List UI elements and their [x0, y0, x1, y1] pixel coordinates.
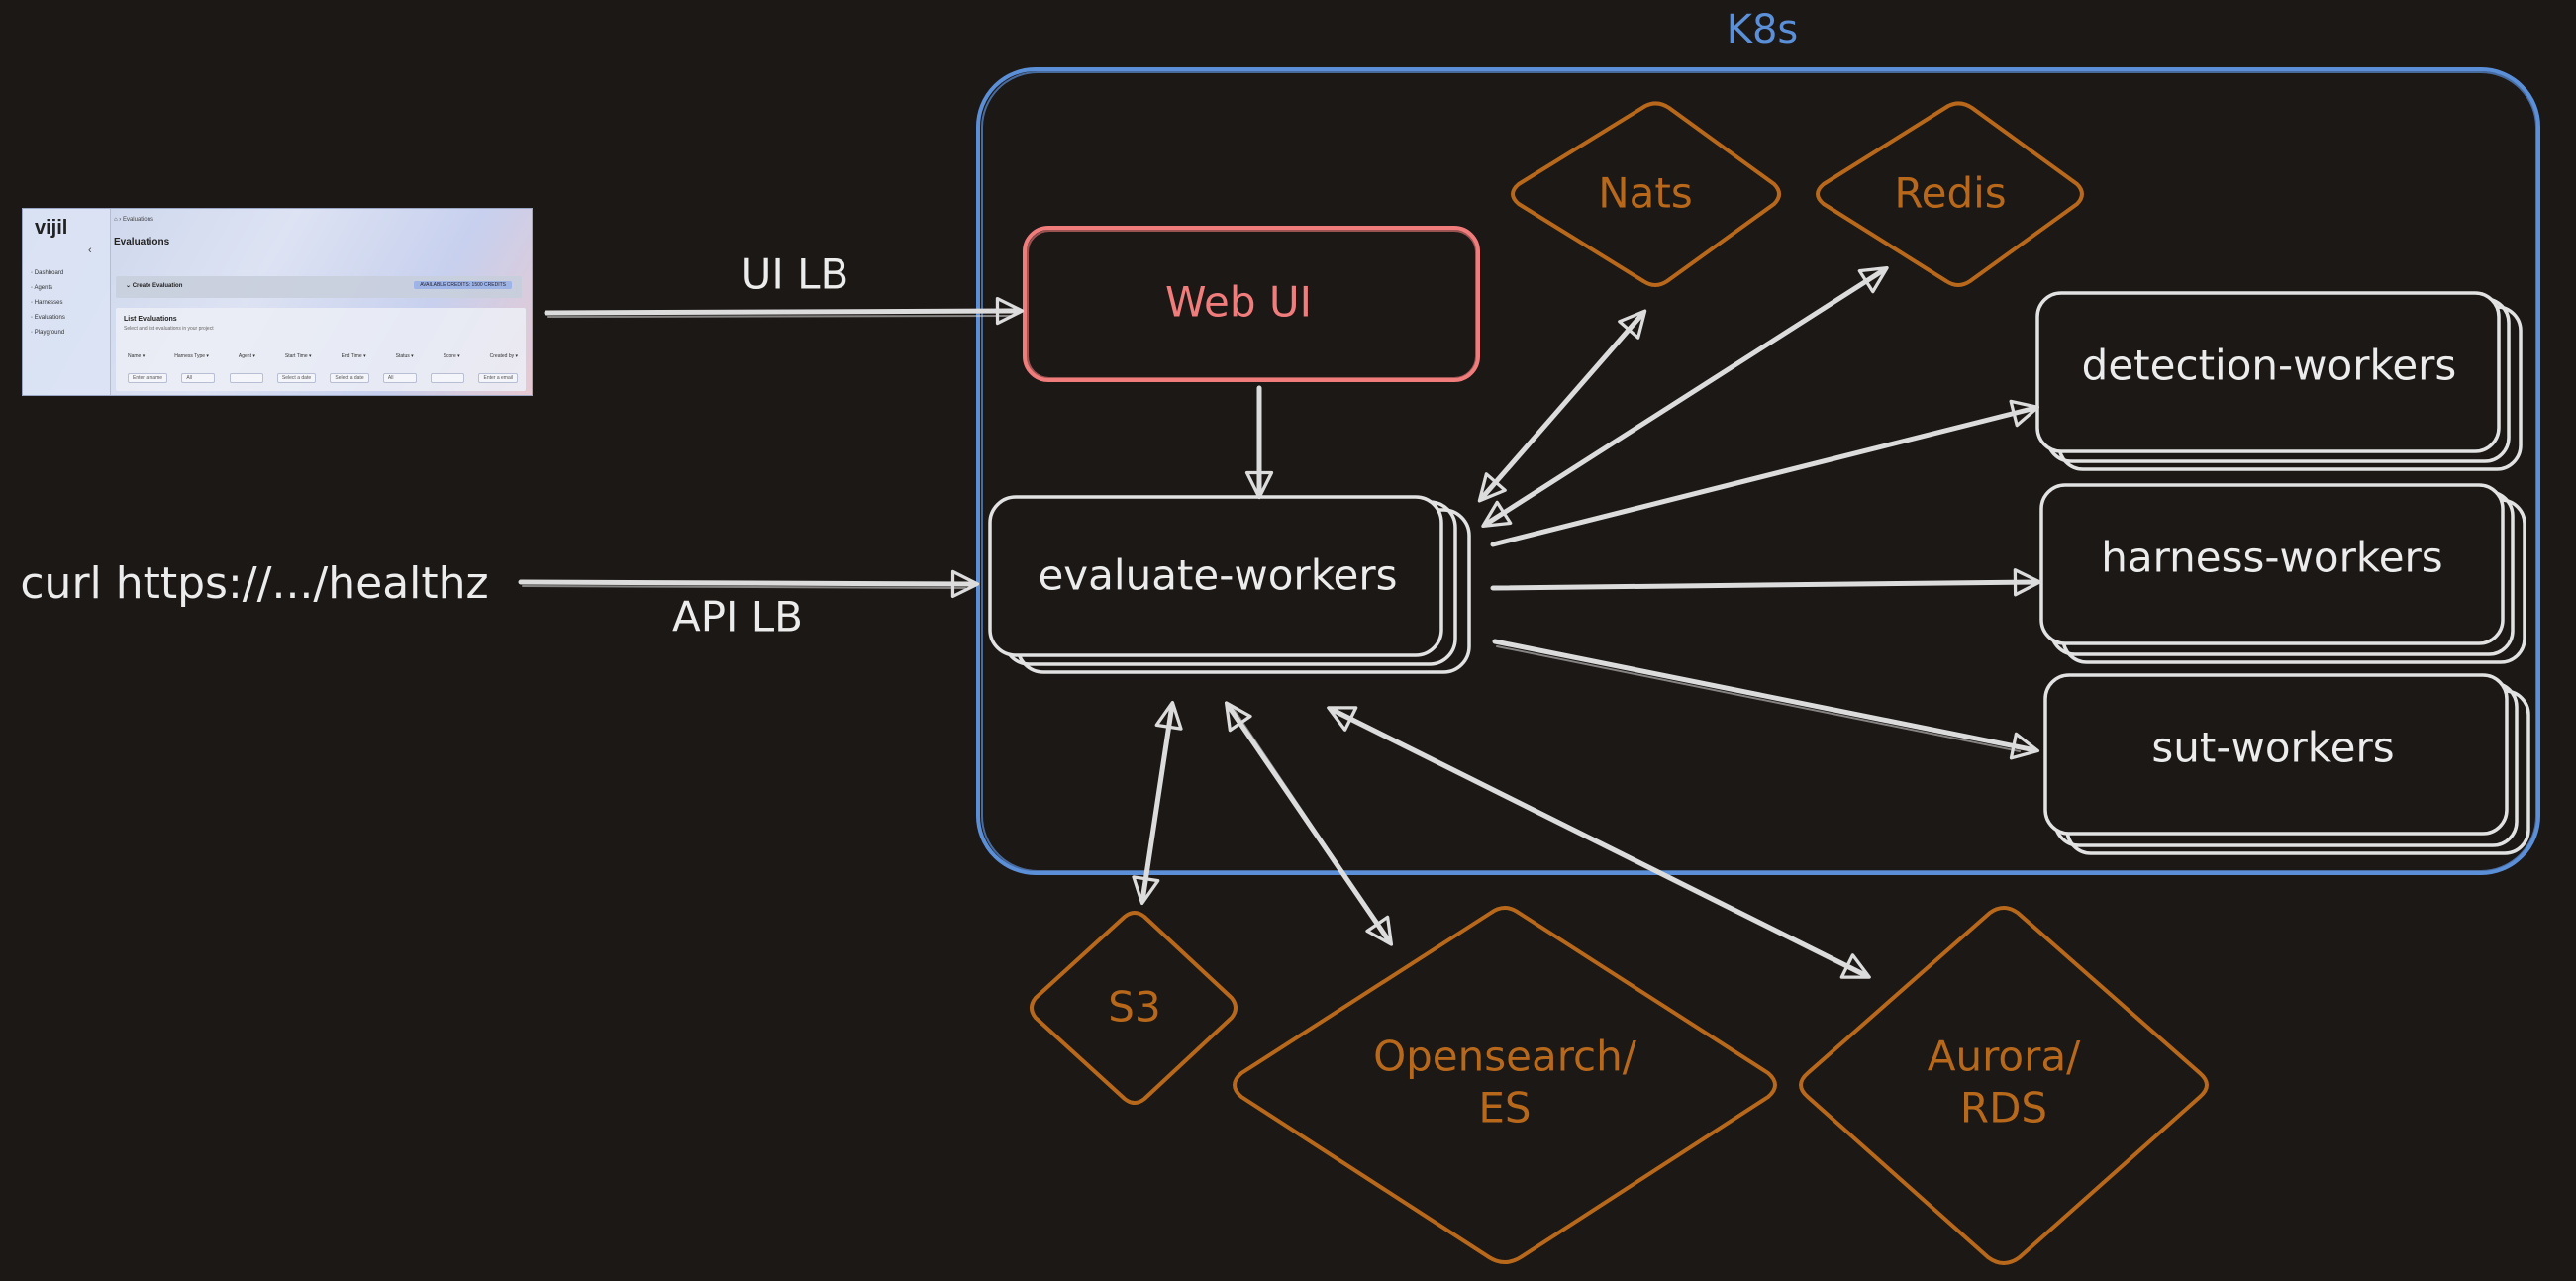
- table-header: Name ▾ Harness Type ▾ Agent ▾ Start Time…: [128, 353, 518, 359]
- column-header: Score ▾: [443, 353, 460, 359]
- evaluate-s3-arrow: [1132, 700, 1183, 906]
- aurora-label-line2: RDS: [1960, 1084, 2047, 1133]
- web-ui-node-sketch: [1027, 230, 1477, 379]
- api-lb-arrow-sketch: [522, 585, 966, 589]
- screenshot-page-title: Evaluations: [114, 237, 170, 247]
- web-ui-label: Web UI: [1165, 278, 1312, 327]
- filter-field: Select a date: [276, 373, 317, 383]
- harness-workers-label: harness-workers: [2101, 534, 2442, 582]
- s3-label: S3: [1108, 983, 1160, 1032]
- evaluate-aurora-arrow-sketch: [1338, 714, 1860, 975]
- api-lb-arrow: [518, 569, 980, 599]
- filter-field: Enter a name: [128, 373, 168, 383]
- list-subtitle: Select and list evaluations in your proj…: [124, 326, 214, 332]
- screenshot-nav: Dashboard Agents Harnesses Evaluations P…: [31, 266, 65, 341]
- ui-lb-label: UI LB: [742, 250, 849, 299]
- screenshot-logo: vijil: [35, 217, 68, 239]
- evaluate-workers-label: evaluate-workers: [1038, 551, 1397, 600]
- ui-lb-arrow-sketch: [547, 315, 1011, 318]
- column-header: Status ▾: [395, 353, 414, 359]
- filter-field: [229, 373, 263, 383]
- k8s-label: K8s: [1727, 7, 1799, 52]
- curl-command-label: curl https://.../healthz: [20, 558, 488, 609]
- screenshot-breadcrumb: ⌂ › Evaluations: [114, 217, 153, 223]
- evaluate-workers-node: [988, 495, 1443, 657]
- detection-workers-node: [2035, 291, 2501, 453]
- column-header: Agent ▾: [238, 353, 255, 359]
- filter-field: All: [181, 373, 216, 383]
- evaluate-detection-arrow: [1490, 399, 2040, 547]
- api-lb-label: API LB: [672, 593, 803, 641]
- column-header: Created by ▾: [489, 353, 518, 359]
- column-header: End Time ▾: [341, 353, 366, 359]
- column-header: Harness Type ▾: [174, 353, 209, 359]
- filter-field: [431, 373, 465, 383]
- opensearch-label-line1: Opensearch/: [1373, 1033, 1637, 1081]
- evaluate-redis-arrow: [1481, 266, 1889, 528]
- nav-item-dashboard: Dashboard: [31, 266, 65, 281]
- create-evaluation-label: ⌄ Create Evaluation: [126, 283, 183, 289]
- list-evaluations-panel: List Evaluations Select and list evaluat…: [116, 308, 526, 391]
- create-evaluation-bar: ⌄ Create Evaluation AVAILABLE CREDITS: 1…: [116, 276, 522, 298]
- evaluate-opensearch-arrow-sketch: [1233, 708, 1385, 934]
- web-ui-screenshot: vijil ‹ Dashboard Agents Harnesses Evalu…: [22, 208, 533, 396]
- nats-label: Nats: [1598, 169, 1693, 218]
- sut-workers-label: sut-workers: [2151, 724, 2394, 772]
- evaluate-nats-arrow: [1477, 309, 1647, 503]
- nav-item-harnesses: Harnesses: [31, 296, 65, 311]
- opensearch-label-line2: ES: [1478, 1084, 1531, 1133]
- list-title: List Evaluations: [124, 316, 177, 323]
- evaluate-harness-arrow: [1490, 568, 2042, 597]
- nav-item-playground: Playground: [31, 326, 65, 341]
- aurora-label-line1: Aurora/: [1928, 1033, 2081, 1081]
- redis-node: [1816, 101, 2084, 287]
- filter-field: Enter a email: [478, 373, 518, 383]
- filter-field: Select a date: [330, 373, 369, 383]
- s3-node: [1030, 911, 1238, 1105]
- table-filters: Enter a name All Select a date Select a …: [128, 373, 518, 383]
- column-header: Name ▾: [128, 353, 146, 359]
- nav-item-agents: Agents: [31, 281, 65, 296]
- evaluate-aurora-arrow: [1327, 706, 1871, 979]
- detection-workers-label: detection-workers: [2082, 342, 2457, 390]
- evaluate-sut-arrow-sketch: [1496, 645, 2021, 752]
- harness-workers-node: [2039, 483, 2505, 645]
- collapse-icon: ‹: [88, 245, 92, 256]
- column-header: Start Time ▾: [284, 353, 312, 359]
- aurora-node: [1799, 906, 2209, 1265]
- nav-item-evaluations: Evaluations: [31, 311, 65, 326]
- evaluate-sut-arrow: [1492, 639, 2040, 760]
- credits-badge: AVAILABLE CREDITS: 1500 CREDITS: [414, 281, 512, 289]
- ui-lb-arrow: [544, 296, 1025, 326]
- screenshot-sidebar: vijil ‹ Dashboard Agents Harnesses Evalu…: [23, 209, 111, 395]
- sut-workers-node: [2043, 673, 2509, 836]
- filter-field: All: [382, 373, 417, 383]
- web-ui-node: [1023, 226, 1480, 382]
- redis-label: Redis: [1894, 169, 2006, 218]
